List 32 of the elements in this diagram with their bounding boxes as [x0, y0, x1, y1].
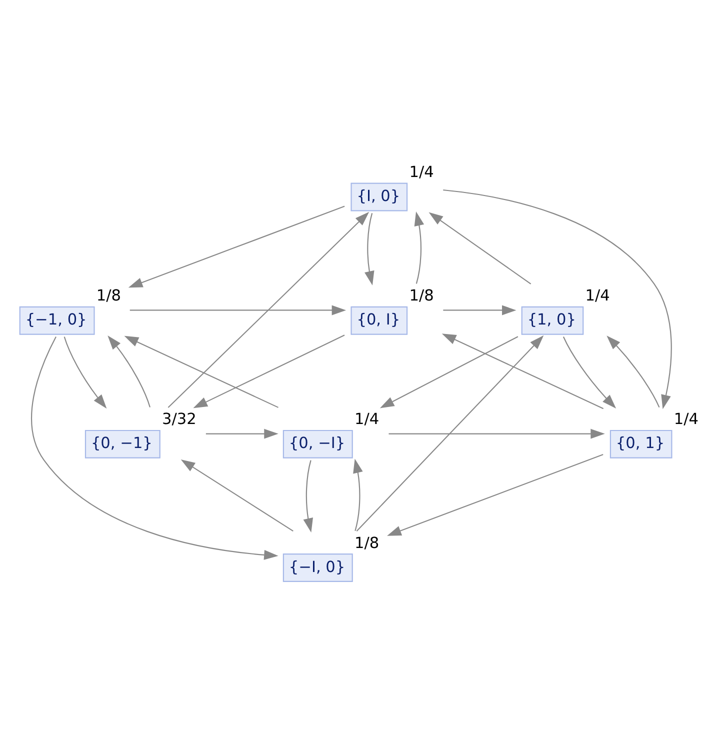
arrow	[206, 428, 278, 439]
arrow	[442, 334, 604, 410]
node-label: 3/32	[162, 410, 196, 428]
arrow	[180, 459, 294, 532]
arrow	[303, 460, 313, 532]
node-label: 1/8	[409, 286, 434, 305]
arrow	[428, 212, 532, 284]
arrow	[128, 206, 345, 288]
arrow	[168, 212, 370, 408]
arrow	[124, 336, 278, 408]
node-label: 1/4	[354, 410, 380, 428]
arrow	[130, 305, 346, 316]
arrow	[64, 336, 107, 409]
arrow	[562, 336, 616, 408]
node-label: 1/4	[409, 163, 434, 181]
node-label: 1/8	[96, 286, 122, 305]
node-label: 1/4	[585, 286, 610, 305]
arrow	[356, 335, 544, 532]
arrow	[380, 336, 518, 408]
arrow	[414, 212, 424, 284]
arrow	[443, 189, 672, 410]
arrow	[353, 458, 363, 531]
arrow	[193, 334, 345, 408]
arrow	[606, 336, 660, 408]
arrow	[31, 336, 278, 560]
arrow	[387, 454, 604, 536]
node-label: 1/8	[354, 534, 380, 552]
node-label: 1/4	[674, 410, 699, 428]
arrow	[108, 335, 150, 408]
arrow	[364, 213, 374, 286]
arrow	[388, 428, 605, 439]
arrow	[443, 305, 516, 316]
